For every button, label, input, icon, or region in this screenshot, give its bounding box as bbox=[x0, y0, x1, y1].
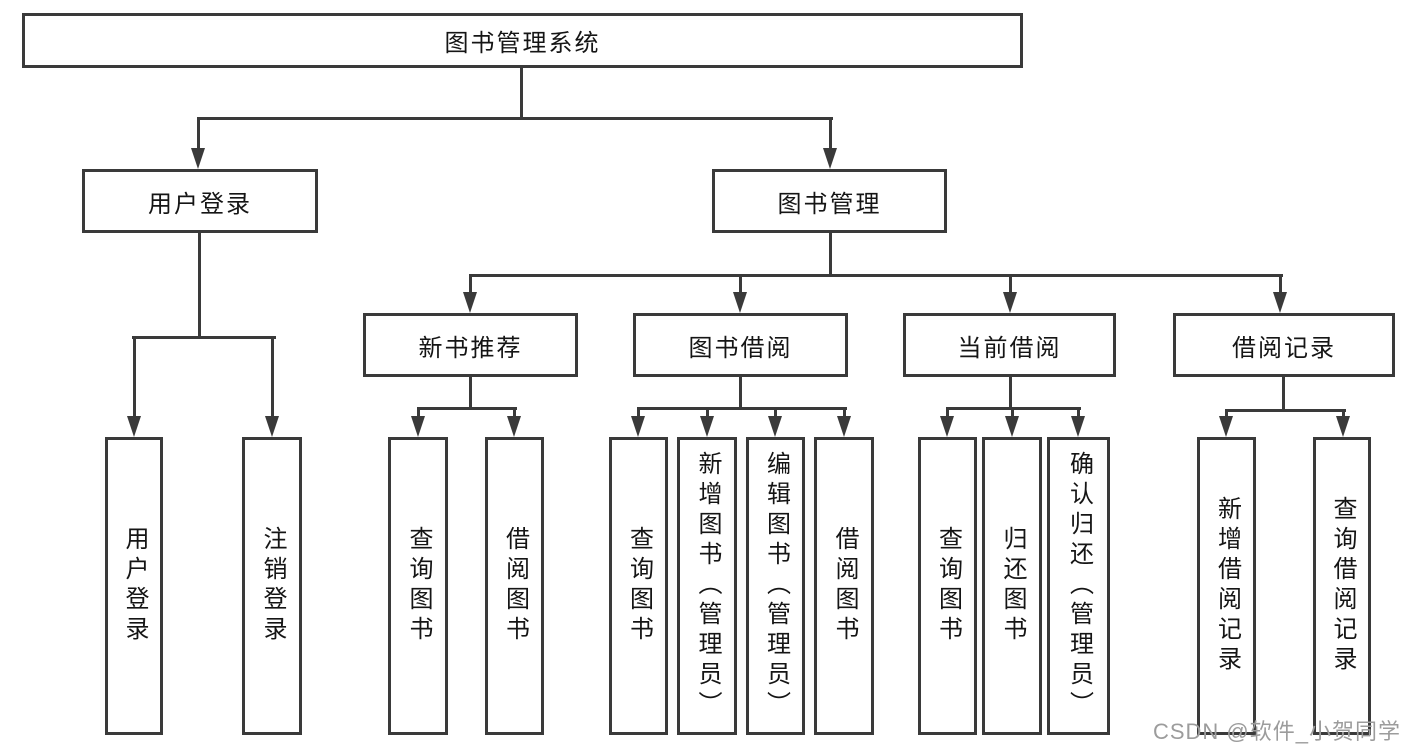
connector-stem bbox=[1008, 377, 1012, 410]
node-new-book-recommend-label: 新书推荐 bbox=[418, 334, 523, 362]
connector-hline bbox=[468, 274, 1283, 277]
connector-arrowhead bbox=[1071, 416, 1085, 437]
connector-stem bbox=[519, 68, 523, 120]
leaf-borrow-books-borrowing-label: 借阅图书 bbox=[831, 526, 858, 646]
connector-arrow-shaft bbox=[773, 407, 777, 418]
leaf-return-books: 归还图书 bbox=[982, 437, 1042, 735]
node-book-management-label: 图书管理 bbox=[777, 190, 882, 218]
connector-arrow-shaft bbox=[468, 274, 472, 294]
connector-hline bbox=[416, 407, 517, 410]
leaf-confirm-return-admin-label: 确认归还（管理员） bbox=[1065, 451, 1093, 721]
leaf-confirm-return-admin: 确认归还（管理员） bbox=[1047, 437, 1110, 735]
connector-stem bbox=[738, 377, 742, 410]
node-book-borrowing-label: 图书借阅 bbox=[688, 334, 793, 362]
leaf-query-borrow-record: 查询借阅记录 bbox=[1313, 437, 1371, 735]
connector-arrowhead bbox=[191, 148, 205, 169]
connector-stem bbox=[1281, 377, 1285, 412]
connector-arrowhead bbox=[700, 416, 714, 437]
node-book-borrowing: 图书借阅 bbox=[633, 313, 848, 377]
leaf-user-login: 用户登录 bbox=[105, 437, 163, 735]
node-user-login: 用户登录 bbox=[82, 169, 318, 233]
leaf-add-books-admin: 新增图书（管理员） bbox=[677, 437, 737, 735]
leaf-query-books-borrowing-label: 查询图书 bbox=[625, 526, 653, 646]
connector-arrow-shaft bbox=[1341, 409, 1345, 418]
connector-arrowhead bbox=[507, 416, 521, 437]
connector-arrow-shaft bbox=[270, 336, 274, 418]
connector-arrow-shaft bbox=[1010, 407, 1014, 418]
leaf-query-books-current-label: 查询图书 bbox=[934, 526, 962, 646]
leaf-edit-books-admin: 编辑图书（管理员） bbox=[746, 437, 805, 735]
node-current-borrowing: 当前借阅 bbox=[903, 313, 1116, 377]
connector-arrow-shaft bbox=[196, 117, 200, 150]
connector-stem bbox=[828, 233, 832, 277]
leaf-user-login-label: 用户登录 bbox=[121, 526, 148, 646]
connector-arrow-shaft bbox=[828, 117, 832, 150]
connector-hline bbox=[131, 336, 276, 339]
leaf-query-borrow-record-label: 查询借阅记录 bbox=[1329, 496, 1356, 676]
connector-arrowhead bbox=[1336, 416, 1350, 437]
connector-arrow-shaft bbox=[1008, 274, 1012, 294]
node-borrow-records: 借阅记录 bbox=[1173, 313, 1395, 377]
connector-arrowhead bbox=[823, 148, 837, 169]
node-borrow-records-label: 借阅记录 bbox=[1232, 334, 1336, 362]
leaf-add-borrow-record-label: 新增借阅记录 bbox=[1213, 496, 1241, 676]
leaf-borrow-books-borrowing: 借阅图书 bbox=[814, 437, 874, 735]
connector-arrowhead bbox=[463, 292, 477, 313]
connector-arrowhead bbox=[940, 416, 954, 437]
leaf-add-borrow-record: 新增借阅记录 bbox=[1197, 437, 1256, 735]
connector-arrow-shaft bbox=[1224, 409, 1228, 418]
connector-arrowhead bbox=[631, 416, 645, 437]
connector-arrowhead bbox=[768, 416, 782, 437]
connector-hline bbox=[636, 407, 847, 410]
leaf-add-books-admin-label: 新增图书（管理员） bbox=[694, 451, 721, 721]
connector-arrowhead bbox=[733, 292, 747, 313]
connector-arrow-shaft bbox=[945, 407, 949, 418]
connector-arrow-shaft bbox=[512, 407, 516, 418]
connector-arrow-shaft bbox=[416, 407, 420, 418]
node-book-management: 图书管理 bbox=[712, 169, 947, 233]
connector-arrow-shaft bbox=[705, 407, 709, 418]
connector-arrowhead bbox=[1273, 292, 1287, 313]
connector-arrowhead bbox=[265, 416, 279, 437]
leaf-logout-login: 注销登录 bbox=[242, 437, 302, 735]
leaf-query-books-borrowing: 查询图书 bbox=[609, 437, 668, 735]
connector-arrow-shaft bbox=[1278, 274, 1282, 294]
connector-stem bbox=[468, 377, 472, 410]
leaf-logout-login-label: 注销登录 bbox=[259, 526, 286, 646]
watermark: CSDN @软件_小贺同学 bbox=[1152, 719, 1401, 744]
connector-arrow-shaft bbox=[738, 274, 742, 294]
connector-arrow-shaft bbox=[636, 407, 640, 418]
connector-arrowhead bbox=[1219, 416, 1233, 437]
node-new-book-recommend: 新书推荐 bbox=[363, 313, 578, 377]
connector-arrow-shaft bbox=[1076, 407, 1080, 418]
connector-arrow-shaft bbox=[132, 336, 136, 418]
node-root-system-label: 图书管理系统 bbox=[444, 30, 601, 57]
connector-arrowhead bbox=[1005, 416, 1019, 437]
leaf-borrow-books-recommend: 借阅图书 bbox=[485, 437, 544, 735]
leaf-edit-books-admin-label: 编辑图书（管理员） bbox=[762, 451, 790, 721]
leaf-borrow-books-recommend-label: 借阅图书 bbox=[501, 526, 529, 646]
node-user-login-label: 用户登录 bbox=[148, 190, 252, 218]
connector-arrowhead bbox=[127, 416, 141, 437]
connector-hline bbox=[196, 117, 833, 120]
leaf-return-books-label: 归还图书 bbox=[999, 526, 1026, 646]
node-root-system: 图书管理系统 bbox=[22, 13, 1023, 68]
leaf-query-books-recommend-label: 查询图书 bbox=[405, 526, 432, 646]
connector-arrow-shaft bbox=[842, 407, 846, 418]
connector-arrowhead bbox=[411, 416, 425, 437]
connector-arrowhead bbox=[1003, 292, 1017, 313]
connector-stem bbox=[197, 233, 201, 339]
leaf-query-books-recommend: 查询图书 bbox=[388, 437, 448, 735]
node-current-borrowing-label: 当前借阅 bbox=[957, 334, 1062, 362]
leaf-query-books-current: 查询图书 bbox=[918, 437, 977, 735]
connector-hline bbox=[1224, 409, 1346, 412]
connector-arrowhead bbox=[837, 416, 851, 437]
